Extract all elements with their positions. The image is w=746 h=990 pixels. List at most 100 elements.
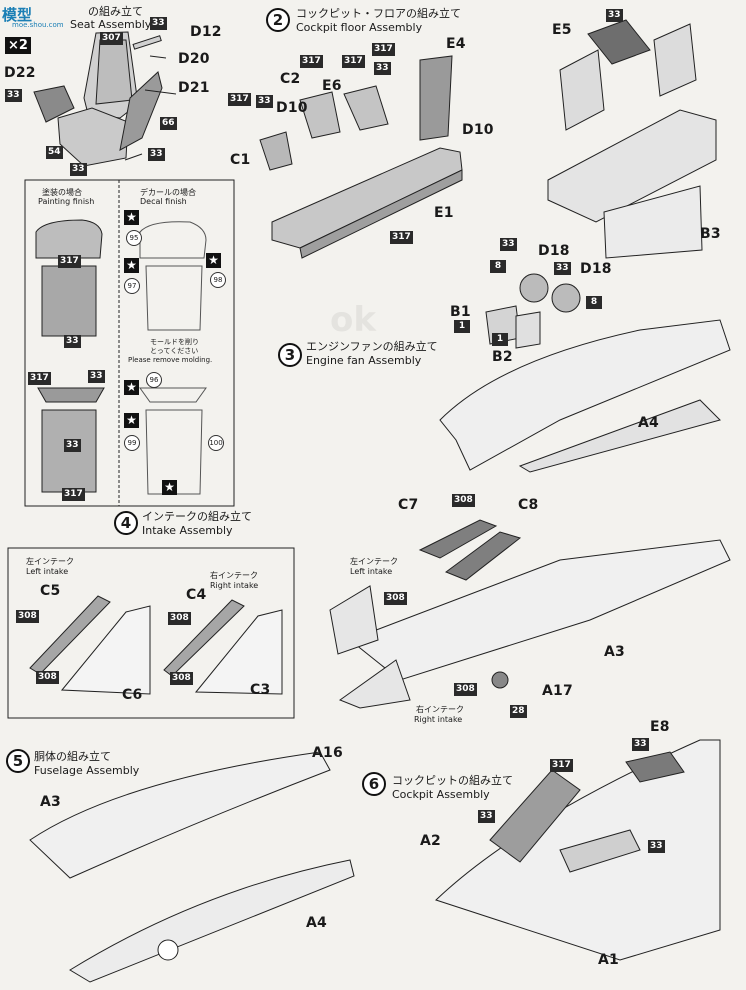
part-label: D22: [4, 65, 36, 81]
paint-code: 28: [510, 705, 527, 718]
part-label: E6: [322, 78, 342, 94]
star-decal-icon: ★: [124, 210, 139, 225]
cockpit-assembly-right-drawing: [547, 19, 717, 259]
star-decal-icon: ★: [124, 258, 139, 273]
star-decal-icon: ★: [124, 380, 139, 395]
part-label: C4: [186, 587, 207, 603]
star-decal-icon: ★: [124, 413, 139, 428]
part-label: A3: [40, 794, 61, 810]
paint-code: 308: [452, 494, 475, 507]
step6-title-jp: コックピットの組み立て: [392, 774, 513, 787]
right-intake-en-main: Right intake: [414, 715, 463, 724]
part-label: D10: [276, 100, 308, 116]
paint-code: 1: [454, 320, 470, 333]
step-number: 2: [266, 8, 290, 32]
decal-number: 95: [126, 230, 142, 246]
painting-finish-en: Painting finish: [38, 197, 95, 206]
paint-code: 317: [342, 55, 365, 68]
paint-code: 33: [88, 370, 105, 383]
decal-finish-en: Decal finish: [140, 197, 187, 206]
remove-molding-jp: モールドを削り: [150, 338, 199, 346]
seat-parts-drawing: [33, 31, 177, 167]
decal-number: 99: [124, 435, 140, 451]
cockpit-floor-drawing: [259, 55, 463, 259]
part-label: D18: [538, 243, 570, 259]
painting-finish-drawing: [35, 219, 105, 493]
step-number: 5: [6, 749, 30, 773]
paint-code: 33: [606, 9, 623, 22]
paint-code: 1: [492, 333, 508, 346]
watermark-url: moe.shou.com: [12, 21, 64, 29]
part-label: A2: [420, 833, 441, 849]
paint-code: 308: [36, 671, 59, 684]
part-label: E5: [552, 22, 572, 38]
left-intake-en: Left intake: [26, 567, 69, 576]
right-intake-en: Right intake: [210, 581, 259, 590]
step1-title-en: Seat Assembly: [70, 18, 152, 31]
part-label: E8: [650, 719, 670, 735]
intake-parts-drawing: [29, 595, 283, 695]
paint-code: 308: [454, 683, 477, 696]
paint-code: 33: [64, 335, 81, 348]
part-label: A17: [542, 683, 573, 699]
nose-cockpit-drawing: [435, 739, 721, 961]
step4-title-jp: インテークの組み立て: [142, 510, 252, 523]
step4-title-en: Intake Assembly: [142, 524, 233, 537]
step2-title-jp: コックピット・フロアの組み立て: [296, 7, 461, 20]
paint-code: 317: [228, 93, 251, 106]
step6-title-en: Cockpit Assembly: [392, 788, 490, 801]
paint-code: 317: [550, 759, 573, 772]
step2-title-en: Cockpit floor Assembly: [296, 21, 423, 34]
part-label: B3: [700, 226, 721, 242]
paint-code: 8: [586, 296, 602, 309]
part-label: A4: [638, 415, 659, 431]
paint-code: 33: [5, 89, 22, 102]
remove-molding-en: Please remove molding.: [128, 356, 213, 364]
paint-code: 54: [46, 146, 63, 159]
remove-molding-jp2: とってください: [150, 347, 199, 355]
paint-code: 33: [150, 17, 167, 30]
right-intake-jp: 右インテーク: [210, 571, 258, 580]
decal-number: 100: [208, 435, 224, 451]
faded-background-text: ok: [330, 300, 376, 340]
step-number: 3: [278, 343, 302, 367]
paint-code: 308: [168, 612, 191, 625]
fuselage-drawing: [29, 751, 355, 983]
part-label: A1: [598, 952, 619, 968]
left-intake-en-main: Left intake: [350, 567, 393, 576]
engine-fan-drawing: [439, 273, 731, 473]
step5-title-en: Fuselage Assembly: [34, 764, 140, 777]
star-decal-icon: ★: [206, 253, 221, 268]
right-intake-jp-main: 右インテーク: [416, 705, 464, 714]
paint-code: 33: [478, 810, 495, 823]
paint-code: 33: [632, 738, 649, 751]
paint-code: 33: [374, 62, 391, 75]
paint-code: 317: [28, 372, 51, 385]
step-number: 6: [362, 772, 386, 796]
part-label: E4: [446, 36, 466, 52]
paint-code: 33: [256, 95, 273, 108]
part-label: C7: [398, 497, 419, 513]
part-label: A3: [604, 644, 625, 660]
part-label: C1: [230, 152, 251, 168]
step-number: 4: [114, 511, 138, 535]
paint-code: 66: [160, 117, 177, 130]
decal-number: 98: [210, 272, 226, 288]
part-label: C6: [122, 687, 143, 703]
paint-code: 307: [100, 32, 123, 45]
part-label: D18: [580, 261, 612, 277]
intake-panel-border: [7, 547, 295, 719]
left-intake-jp-main: 左インテーク: [350, 557, 398, 566]
part-label: D21: [178, 80, 210, 96]
paint-code: 317: [62, 488, 85, 501]
star-decal-icon: ★: [162, 480, 177, 495]
paint-code: 317: [372, 43, 395, 56]
part-label: B2: [492, 349, 513, 365]
decal-finish-outline: [139, 221, 207, 495]
paint-code: 317: [300, 55, 323, 68]
part-label: B1: [450, 304, 471, 320]
paint-code: 33: [64, 439, 81, 452]
paint-code: 308: [170, 672, 193, 685]
step3-title-jp: エンジンファンの組み立て: [306, 340, 438, 353]
